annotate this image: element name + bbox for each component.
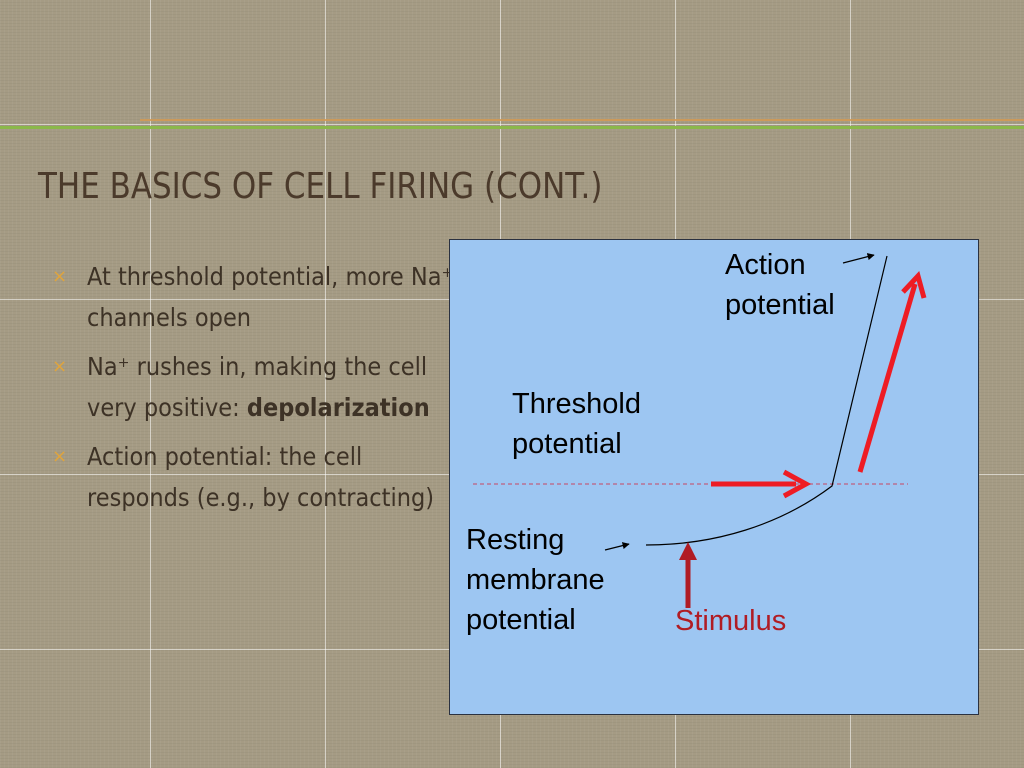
header-rule-orange [140,119,1024,121]
membrane-potential-curve [645,255,888,546]
bullet-x-icon: × [52,356,68,377]
label-action-potential: Action potential [725,249,835,321]
slide-title: The Basics of Cell Firing (cont.) [38,166,603,207]
threshold-red-arrow [711,469,812,499]
depolarization-red-arrow [857,271,927,473]
action-potential-pointer-arrow [842,253,875,264]
action-potential-diagram: Action potential Threshold potential Res… [449,239,979,715]
bullet-list: × At threshold potential, more Na⁺ chann… [50,256,453,526]
resting-potential-pointer-arrow [604,542,630,551]
stimulus-arrow [679,542,697,608]
bullet-item: × At threshold potential, more Na⁺ chann… [50,256,453,338]
bullet-x-icon: × [52,266,68,287]
bullet-text: Action potential: the cell responds (e.g… [87,442,435,512]
bullet-text: Na⁺ rushes in, making the cell very posi… [87,352,430,422]
header-rule-green [0,126,1024,129]
label-threshold-potential: Threshold potential [512,388,641,460]
bullet-x-icon: × [52,446,68,467]
bullet-text: At threshold potential, more Na⁺ channel… [87,262,454,332]
bullet-item: × Action potential: the cell responds (e… [50,436,434,518]
label-stimulus: Stimulus [675,605,787,637]
diagram-drawing [473,253,927,608]
depolarization-term: depolarization [246,393,430,422]
label-resting-membrane-potential: Resting membrane potential [466,524,605,636]
bullet-item: × Na⁺ rushes in, making the cell very po… [50,346,430,428]
